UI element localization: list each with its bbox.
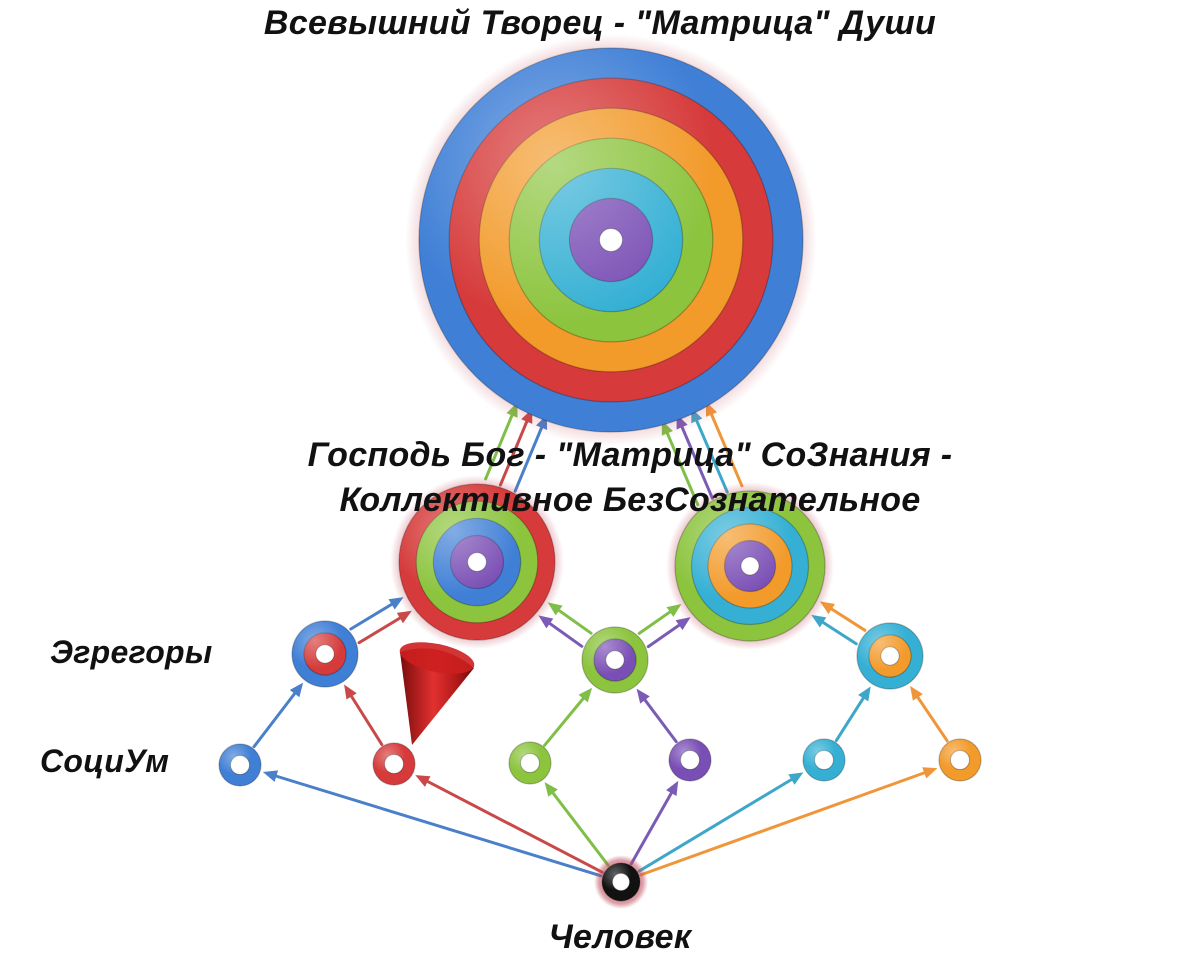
node-socium-cyan [802, 738, 846, 782]
connection-arrow [357, 610, 412, 645]
connection-arrow [629, 780, 679, 866]
connection-arrow [834, 686, 871, 743]
edges-layer [252, 401, 949, 878]
node-egregor-green [581, 626, 649, 694]
nodes-layer [218, 47, 982, 902]
label-human: Человек [548, 918, 692, 956]
connection-arrow [910, 685, 949, 743]
node-shine [509, 742, 551, 784]
node-socium-orange [938, 738, 982, 782]
node-socium-blue [218, 743, 262, 787]
title-god-consciousness-line1: Господь Бог - "Матрица" СоЗнания - [307, 436, 953, 474]
connection-arrow [543, 687, 593, 747]
label-socium: СоциУм [40, 743, 170, 779]
connection-arrow [639, 767, 938, 877]
node-socium-green [508, 741, 552, 785]
node-egregor-blue [291, 620, 359, 688]
node-shine [292, 621, 358, 687]
node-shine [373, 743, 415, 785]
node-shine [219, 744, 261, 786]
title-god-consciousness: Господь Бог - "Матрица" СоЗнания - Колле… [230, 433, 1030, 523]
node-shine [602, 863, 640, 901]
connection-arrow [262, 770, 603, 878]
connection-arrow [344, 684, 384, 746]
node-egregor-cyan [856, 622, 924, 690]
node-god-green [674, 490, 826, 642]
node-shine [939, 739, 981, 781]
node-shine [857, 623, 923, 689]
connection-arrow [547, 602, 593, 635]
node-shine [675, 491, 825, 641]
connection-arrow [349, 597, 404, 631]
node-creator [418, 47, 804, 433]
label-egregors: Эгрегоры [50, 634, 213, 670]
title-god-consciousness-line2: Коллективное БезСознательное [339, 481, 921, 519]
node-socium-red [372, 742, 416, 786]
node-god-red [398, 483, 556, 641]
node-shine [803, 739, 845, 781]
cone-icon [399, 642, 475, 745]
title-creator: Всевышний Творец - "Матрица" Души [263, 4, 937, 42]
node-shine [669, 739, 711, 781]
node-human [601, 862, 641, 902]
connection-arrow [415, 775, 604, 874]
connection-arrow [538, 615, 584, 648]
connection-arrow [637, 772, 804, 873]
connection-arrow [636, 688, 678, 744]
node-shine [582, 627, 648, 693]
cone-top [399, 642, 475, 674]
node-shine [419, 48, 803, 432]
connection-arrow [252, 682, 304, 749]
connection-arrow [544, 782, 610, 867]
node-shine [399, 484, 555, 640]
node-socium-purple [668, 738, 712, 782]
